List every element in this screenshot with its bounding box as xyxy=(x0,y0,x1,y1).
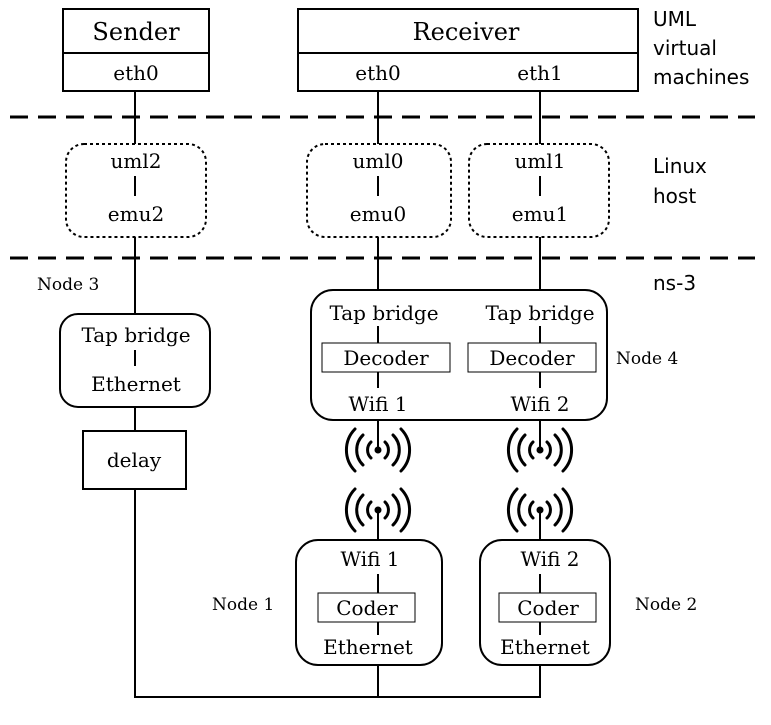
node4-label: Node 4 xyxy=(616,349,678,369)
svg-text:Decoder: Decoder xyxy=(489,346,575,370)
svg-text:Ethernet: Ethernet xyxy=(500,635,590,659)
delay-box: delay xyxy=(82,430,187,490)
svg-text:Wifi 2: Wifi 2 xyxy=(510,392,569,416)
node4-decoder-right xyxy=(467,342,597,373)
svg-text:delay: delay xyxy=(107,448,162,472)
svg-text:virtual: virtual xyxy=(653,36,717,60)
svg-text:machines: machines xyxy=(653,65,749,89)
svg-text:emu2: emu2 xyxy=(108,202,164,226)
svg-text:Wifi 1: Wifi 1 xyxy=(340,547,399,571)
layer-label-linux: Linux host xyxy=(653,154,707,208)
node4-box: Tap bridge Decoder Wifi 1 Tap bridge Dec… xyxy=(310,289,608,421)
node3-box: Tap bridge Ethernet xyxy=(59,313,211,408)
node3-label: Node 3 xyxy=(37,275,99,295)
svg-text:Tap bridge: Tap bridge xyxy=(81,323,190,347)
svg-text:UML: UML xyxy=(653,7,697,31)
wireless-antenna-icon xyxy=(344,487,412,533)
antennas xyxy=(344,427,574,533)
node2-coder xyxy=(498,592,597,623)
host-iface-uml0-emu0: uml0 emu0 xyxy=(306,143,452,238)
node1-coder xyxy=(317,592,416,623)
svg-text:uml1: uml1 xyxy=(515,149,566,173)
svg-text:Wifi 1: Wifi 1 xyxy=(348,392,407,416)
svg-text:Tap bridge: Tap bridge xyxy=(329,301,438,325)
receiver-eth0: eth0 xyxy=(355,61,400,85)
receiver-title: Receiver xyxy=(413,18,520,46)
node1-label: Node 1 xyxy=(212,595,274,615)
svg-text:Wifi 2: Wifi 2 xyxy=(520,547,579,571)
sender-vm: Sender eth0 xyxy=(62,8,210,92)
receiver-vm: Receiver eth0 eth1 xyxy=(297,8,639,92)
svg-text:Ethernet: Ethernet xyxy=(323,635,413,659)
sender-eth0: eth0 xyxy=(113,61,158,85)
svg-text:emu0: emu0 xyxy=(350,202,406,226)
svg-text:emu1: emu1 xyxy=(512,202,568,226)
wireless-antenna-icon xyxy=(506,427,574,473)
node2-box: Wifi 2 Coder Ethernet xyxy=(479,539,611,666)
svg-text:uml2: uml2 xyxy=(111,149,162,173)
svg-text:Decoder: Decoder xyxy=(343,346,429,370)
layer-label-ns3: ns-3 xyxy=(653,271,696,295)
svg-text:Tap bridge: Tap bridge xyxy=(485,301,594,325)
wireless-antenna-icon xyxy=(344,427,412,473)
node4-decoder-left xyxy=(321,342,451,373)
svg-text:Linux: Linux xyxy=(653,154,707,178)
host-iface-uml1-emu1: uml1 emu1 xyxy=(468,143,610,238)
svg-text:Coder: Coder xyxy=(336,596,398,620)
host-iface-uml2-emu2: uml2 emu2 xyxy=(65,143,207,238)
svg-text:Ethernet: Ethernet xyxy=(91,372,181,396)
sender-title: Sender xyxy=(92,18,180,46)
svg-text:Coder: Coder xyxy=(517,596,579,620)
receiver-eth1: eth1 xyxy=(517,61,562,85)
wireless-antenna-icon xyxy=(506,487,574,533)
node2-label: Node 2 xyxy=(635,595,697,615)
svg-text:host: host xyxy=(653,184,696,208)
layer-label-uml: UML virtual machines xyxy=(653,7,749,89)
node1-box: Wifi 1 Coder Ethernet xyxy=(295,539,443,666)
svg-text:uml0: uml0 xyxy=(353,149,404,173)
